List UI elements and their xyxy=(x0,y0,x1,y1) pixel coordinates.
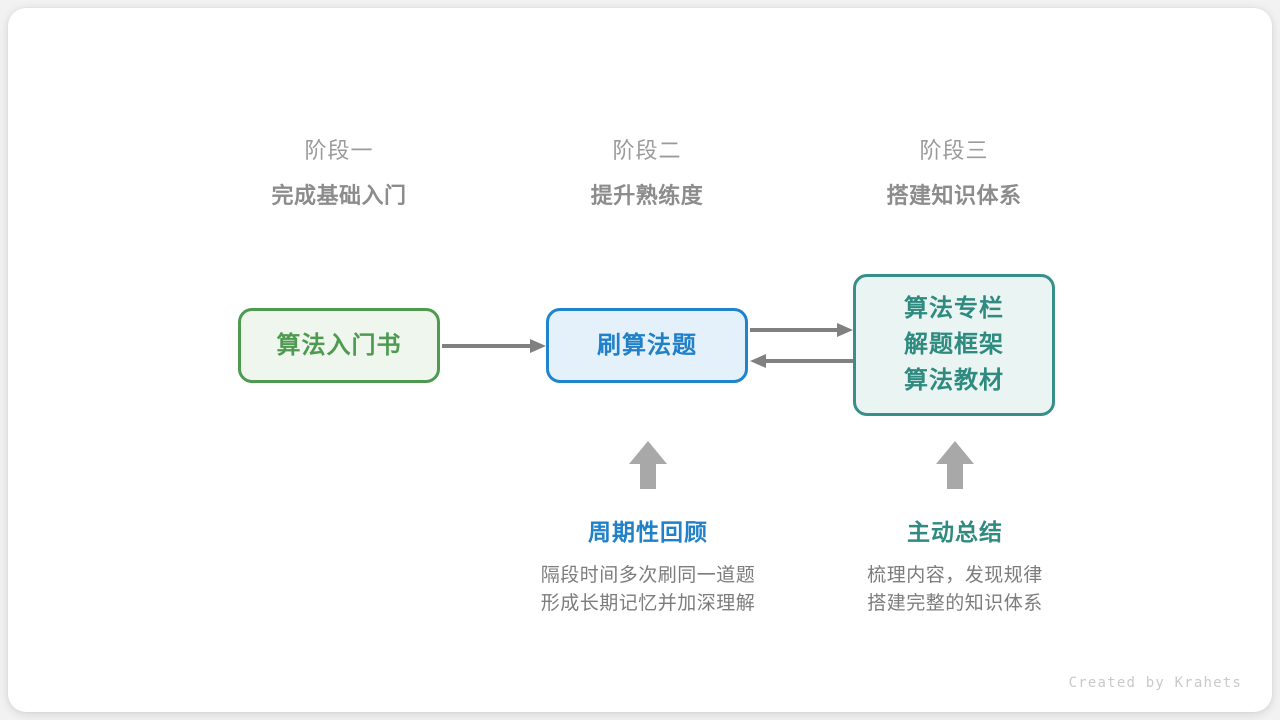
annotation-description-line: 梳理内容，发现规律 xyxy=(867,565,1043,586)
node-box-intro-book[interactable]: 算法入门书 xyxy=(238,308,440,383)
annotation-description-line: 搭建完整的知识体系 xyxy=(867,593,1043,614)
arrow-up-icon xyxy=(936,441,974,489)
arrow-head xyxy=(629,441,667,464)
annotation-periodic-review: 周期性回顾 隔段时间多次刷同一道题 形成长期记忆并加深理解 xyxy=(498,516,798,618)
arrow-up-icon xyxy=(629,441,667,489)
arrow-shaft xyxy=(947,462,963,489)
arrow-right-icon xyxy=(442,334,546,358)
annotation-title: 主动总结 xyxy=(907,519,1003,545)
arrow-head xyxy=(530,339,546,353)
arrow-head xyxy=(936,441,974,464)
node-label: 算法入门书 xyxy=(276,331,402,359)
annotation-description: 梳理内容，发现规律 搭建完整的知识体系 xyxy=(805,562,1105,618)
annotation-description: 隔段时间多次刷同一道题 形成长期记忆并加深理解 xyxy=(498,562,798,618)
node-label: 算法专栏 xyxy=(904,295,1004,322)
arrow-head xyxy=(837,323,853,337)
node-label: 解题框架 xyxy=(904,331,1004,358)
diagram-card: 阶段一 完成基础入门 阶段二 提升熟练度 阶段三 搭建知识体系 算法入门书 刷算… xyxy=(8,8,1272,712)
arrow-shaft xyxy=(442,344,534,348)
phase-goal-label-3: 搭建知识体系 xyxy=(886,183,1022,208)
phase-stage-label-1: 阶段一 xyxy=(304,138,374,163)
phase-heading-2: 阶段二 提升熟练度 xyxy=(517,136,777,212)
annotation-description-line: 隔段时间多次刷同一道题 xyxy=(540,565,756,586)
arrow-right-icon xyxy=(750,318,853,342)
phase-heading-1: 阶段一 完成基础入门 xyxy=(209,136,469,212)
phase-stage-label-3: 阶段三 xyxy=(919,138,989,163)
node-box-knowledge-system[interactable]: 算法专栏 解题框架 算法教材 xyxy=(853,274,1055,416)
annotation-title: 周期性回顾 xyxy=(588,519,708,545)
phase-stage-label-2: 阶段二 xyxy=(612,138,682,163)
annotation-description-line: 形成长期记忆并加深理解 xyxy=(540,593,756,614)
node-label: 刷算法题 xyxy=(597,331,697,359)
arrow-left-icon xyxy=(750,349,853,373)
phase-goal-label-2: 提升熟练度 xyxy=(590,183,704,208)
arrow-shaft xyxy=(750,328,841,332)
node-box-practice-problems[interactable]: 刷算法题 xyxy=(546,308,748,383)
node-label: 算法教材 xyxy=(904,367,1004,394)
credit-label: Created by Krahets xyxy=(1068,675,1242,691)
arrow-shaft xyxy=(640,462,656,489)
arrow-head xyxy=(750,354,766,368)
phase-goal-label-1: 完成基础入门 xyxy=(271,183,407,208)
phase-heading-3: 阶段三 搭建知识体系 xyxy=(824,136,1084,212)
arrow-shaft xyxy=(762,359,853,363)
annotation-active-summary: 主动总结 梳理内容，发现规律 搭建完整的知识体系 xyxy=(805,516,1105,618)
